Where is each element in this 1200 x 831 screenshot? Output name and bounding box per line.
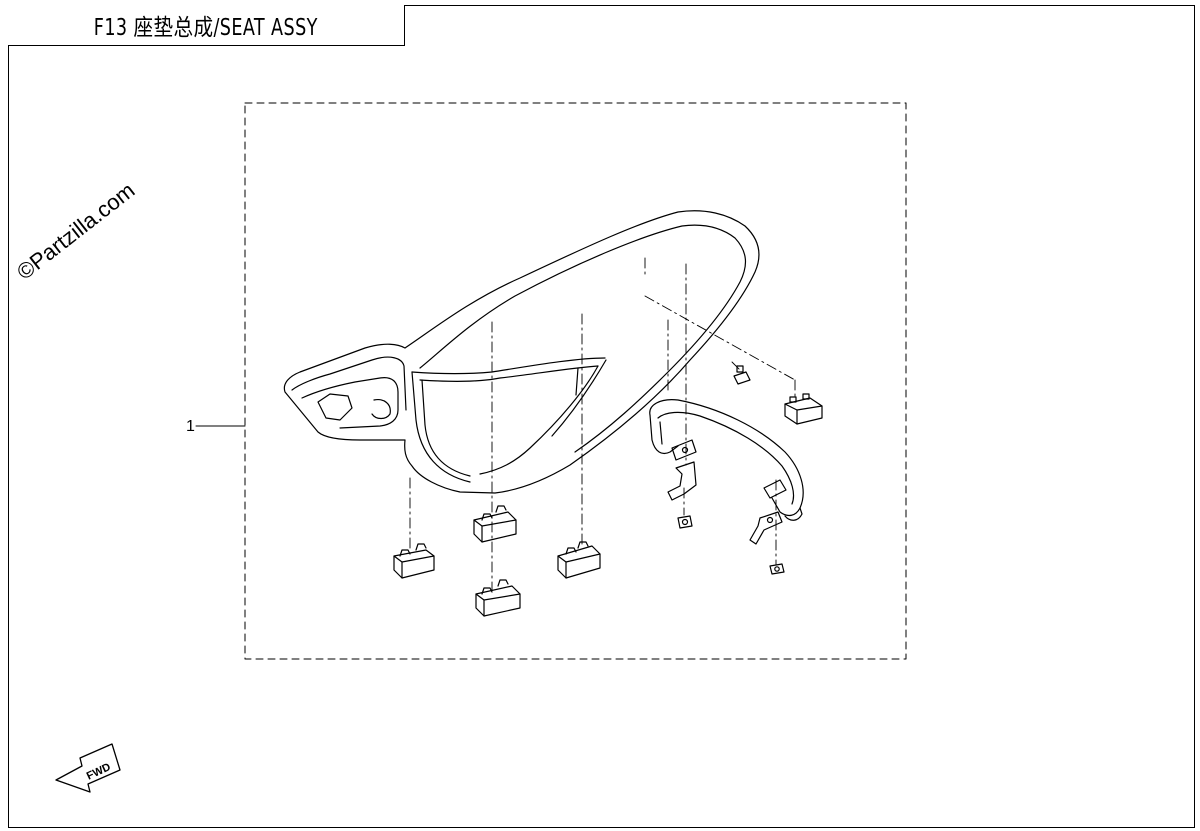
rubber-cushion-1 [473,505,517,543]
title-box: F13 座垫总成/SEAT ASSY [8,5,405,46]
nut-left [677,515,693,529]
nut-right [769,563,785,575]
rail-bracket-right [749,479,787,545]
rubber-cushion-3 [557,541,601,579]
page-title: F13 座垫总成/SEAT ASSY [93,15,319,41]
rail-bracket-left [667,439,697,501]
drawing-sheet [8,5,1195,828]
callout-1: 1 [186,418,195,435]
fwd-arrow-icon [55,743,121,793]
grab-rail [649,399,804,521]
clip [733,365,751,385]
rubber-cushion-4 [475,579,521,617]
alignment-lines [409,257,796,591]
rubber-cushion-2 [393,543,435,579]
rubber-damper-rear [784,393,823,425]
assembly-boundary [244,102,907,660]
